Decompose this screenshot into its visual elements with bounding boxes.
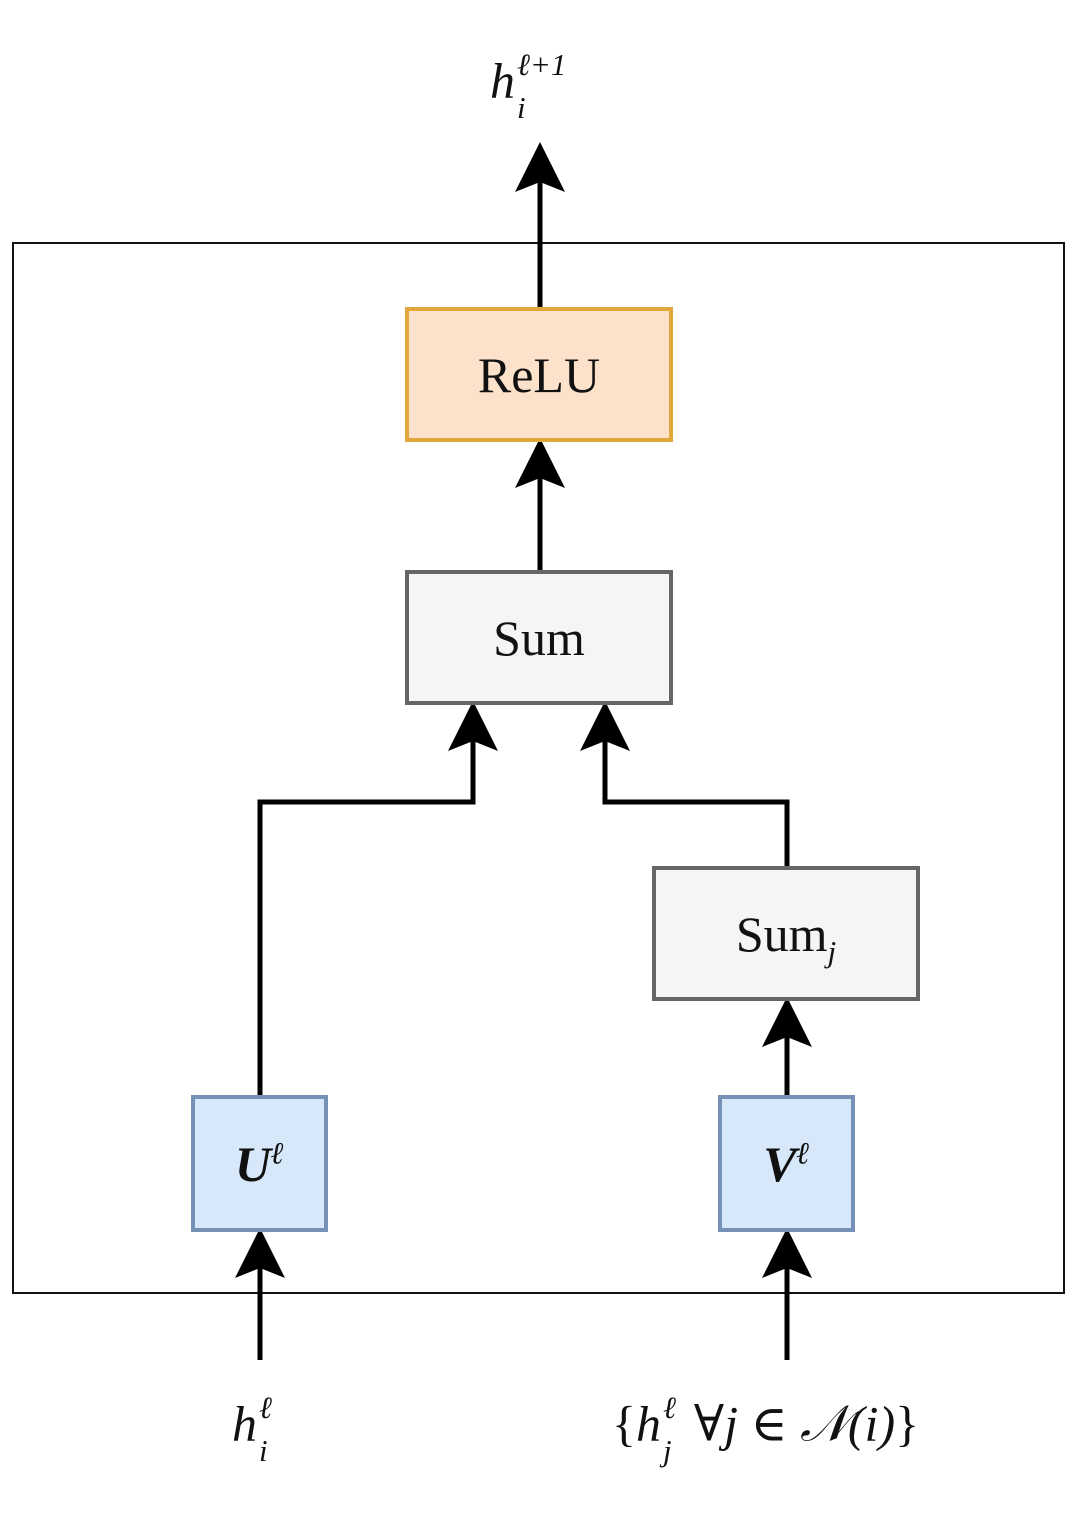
neighbors-open-brace: { [612, 1395, 636, 1452]
output-superscript: ℓ+1 [517, 47, 567, 82]
u-superscript: ℓ [270, 1134, 285, 1170]
output-subscript: i [517, 90, 526, 125]
v-superscript: ℓ [796, 1134, 810, 1170]
relu-label: ReLU [477, 346, 601, 403]
sumj-base: Sum [735, 905, 828, 962]
v-label: Vℓ [763, 1135, 810, 1193]
sum-label: Sum [493, 609, 585, 666]
input-self-base: h [232, 1395, 257, 1452]
arrow-sumj-to-sum [580, 701, 790, 866]
u-base: U [234, 1135, 271, 1192]
sumj-label: Sumj [735, 905, 836, 967]
relu-node: ReLU [405, 307, 673, 442]
output-base: h [490, 52, 515, 109]
v-base: V [763, 1135, 797, 1192]
v-weight-node: Vℓ [718, 1095, 855, 1232]
neighbors-subscript: j [663, 1433, 672, 1468]
neighbors-base: h [636, 1395, 661, 1452]
input-self-subscript: i [259, 1433, 268, 1468]
sumj-node: Sumj [652, 866, 920, 1001]
input-self-superscript: ℓ [259, 1390, 272, 1425]
neighbors-condition: ∀j ∈ 𝒩(i) [693, 1395, 896, 1452]
neighbors-close-brace: } [895, 1395, 920, 1452]
u-label: Uℓ [235, 1135, 284, 1193]
arrow-u-to-sum [257, 701, 498, 1095]
neighbors-superscript: ℓ [663, 1390, 676, 1425]
u-weight-node: Uℓ [191, 1095, 328, 1232]
sum-node: Sum [405, 570, 673, 705]
sumj-subscript: j [827, 933, 837, 969]
